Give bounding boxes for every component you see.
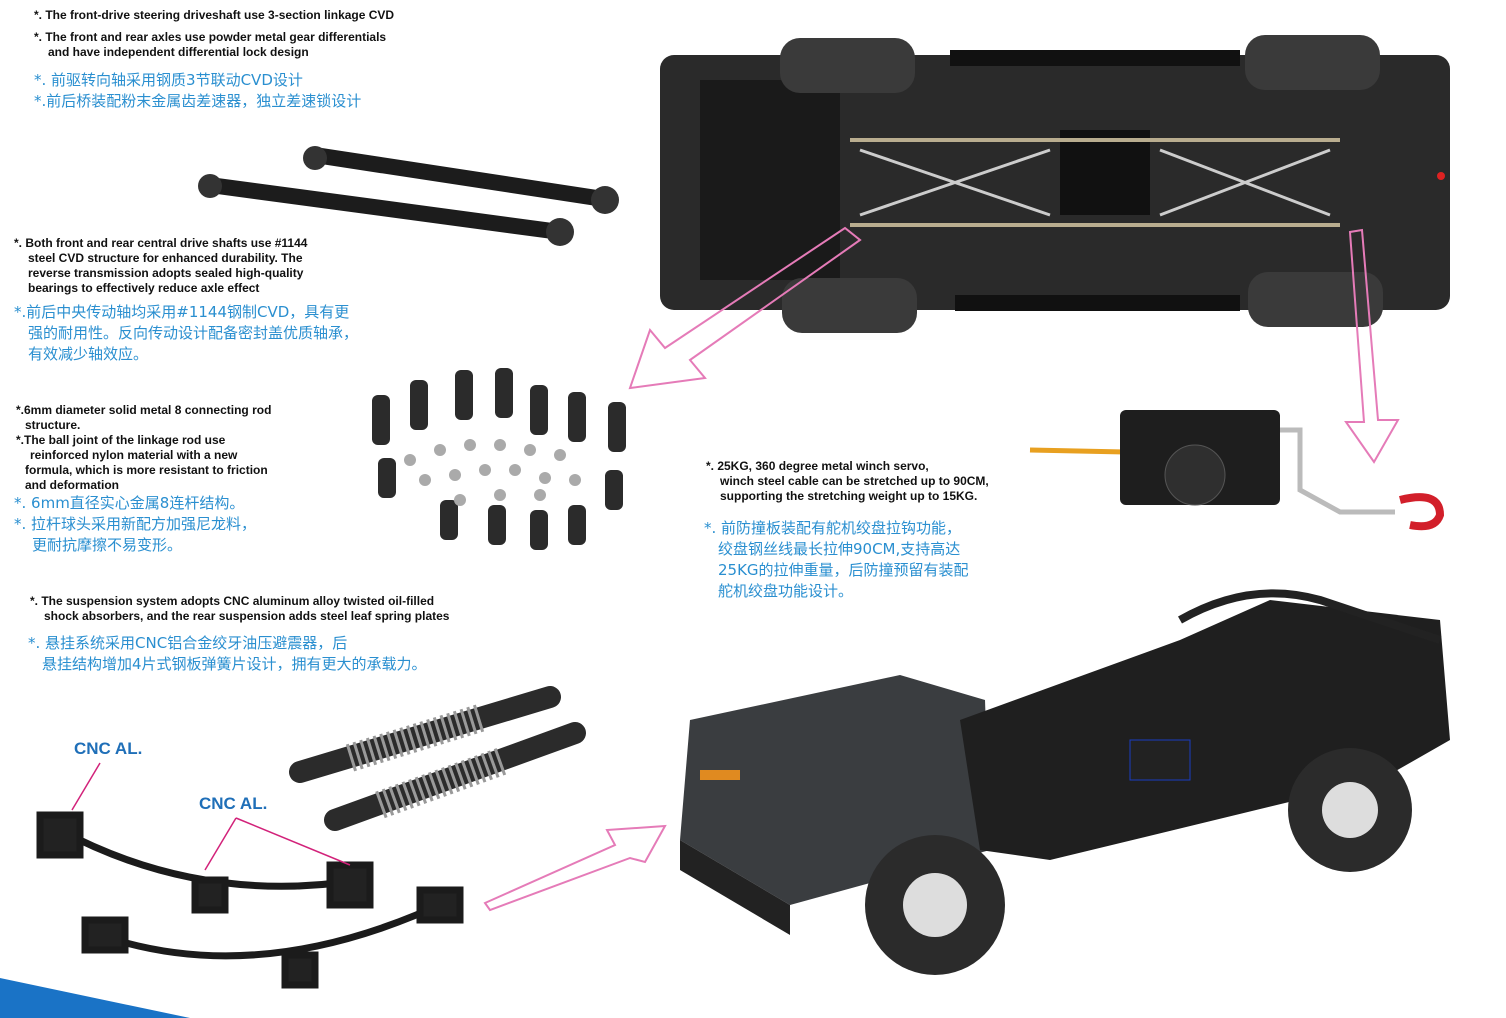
text-line: and have independent differential lock d… [48,45,309,59]
arrow-to-winch [1344,228,1400,464]
text-line: supporting the stretching weight up to 1… [720,489,978,503]
cnc-label-shock: CNC AL. [74,739,143,758]
leaf-springs-image [36,811,464,989]
text-line: *. The front-drive steering driveshaft u… [34,8,395,22]
text-line: 舵机绞盘功能设计。 [718,582,854,600]
chassis-underside-image [660,35,1450,333]
text-line: 25KG的拉伸重量，后防撞预留有装配 [718,561,969,579]
text-line: *. 拉杆球头采用新配方加强尼龙料， [14,515,257,533]
text-line: 更耐抗摩擦不易变形。 [32,536,183,554]
text-line: *. The suspension system adopts CNC alum… [30,594,435,608]
driveshaft-cn-text: *. 前驱转向轴采用钢质3节联动CVD设计 *.前后桥装配粉末金属齿差速器，独立… [34,70,361,112]
text-line: *. 25KG, 360 degree metal winch servo, [706,459,929,473]
central-shafts-cn-text: *.前后中央传动轴均采用#1144钢制CVD，具有更 强的耐用性。反向传动设计配… [14,302,358,365]
corner-stripe [0,978,190,1018]
text-line: *.前后桥装配粉末金属齿差速器，独立差速锁设计 [34,92,362,110]
truck-chassis-image [680,589,1450,975]
text-line: bearings to effectively reduce axle effe… [28,281,260,295]
central-shafts-en-text: *. Both front and rear central drive sha… [14,236,307,296]
text-line: formula, which is more resistant to fric… [25,463,268,477]
text-line: *.The ball joint of the linkage rod use [16,433,226,447]
text-line: structure. [25,418,81,432]
shock-absorbers-image [289,686,586,831]
text-line: 强的耐用性。反向传动设计配备密封盖优质轴承， [28,324,359,342]
linkage-en-text: *.6mm diameter solid metal 8 connecting … [16,403,271,493]
rod-ends-image [372,368,626,550]
drive-shafts-image [198,146,619,246]
text-line: 悬挂结构增加4片式钢板弹簧片设计，拥有更大的承载力。 [42,655,427,673]
winch-en-text: *. 25KG, 360 degree metal winch servo, w… [706,459,989,504]
driveshaft-en-text: *. The front-drive steering driveshaft u… [34,8,394,60]
arrow-to-truck [483,824,667,912]
winch-servo-image [1029,410,1445,531]
text-line: *. 6mm直径实心金属8连杆结构。 [14,494,245,512]
text-line: reinforced nylon material with a new [30,448,238,462]
cnc-pointer-lines [71,762,351,871]
suspension-en-text: *. The suspension system adopts CNC alum… [30,594,449,624]
winch-cn-text: *. 前防撞板装配有舵机绞盘拉钩功能， 绞盘钢丝线最长拉伸90CM,支持高达 2… [704,518,969,602]
arrow-to-central-shaft [628,226,862,390]
suspension-cn-text: *. 悬挂系统采用CNC铝合金绞牙油压避震器，后 悬挂结构增加4片式钢板弹簧片设… [28,633,427,675]
text-line: winch steel cable can be stretched up to… [720,474,989,488]
text-line: *. 前驱转向轴采用钢质3节联动CVD设计 [34,71,303,89]
text-line: and deformation [25,478,120,492]
text-line: *. 前防撞板装配有舵机绞盘拉钩功能， [704,519,962,537]
text-line: steel CVD structure for enhanced durabil… [28,251,303,265]
text-line: 有效减少轴效应。 [28,345,149,363]
linkage-cn-text: *. 6mm直径实心金属8连杆结构。 *. 拉杆球头采用新配方加强尼龙料， 更耐… [14,493,256,556]
text-line: *.6mm diameter solid metal 8 connecting … [16,403,272,417]
cnc-label-leaf-spring: CNC AL. [199,794,268,813]
text-line: *. Both front and rear central drive sha… [14,236,308,250]
text-line: *. The front and rear axles use powder m… [34,30,387,44]
text-line: *. 悬挂系统采用CNC铝合金绞牙油压避震器，后 [28,634,348,652]
text-line: 绞盘钢丝线最长拉伸90CM,支持高达 [718,540,961,558]
text-line: shock absorbers, and the rear suspension… [44,609,450,623]
text-line: *.前后中央传动轴均采用#1144钢制CVD，具有更 [14,303,350,321]
text-line: reverse transmission adopts sealed high-… [28,266,304,280]
pointer-arrows [483,226,1400,912]
